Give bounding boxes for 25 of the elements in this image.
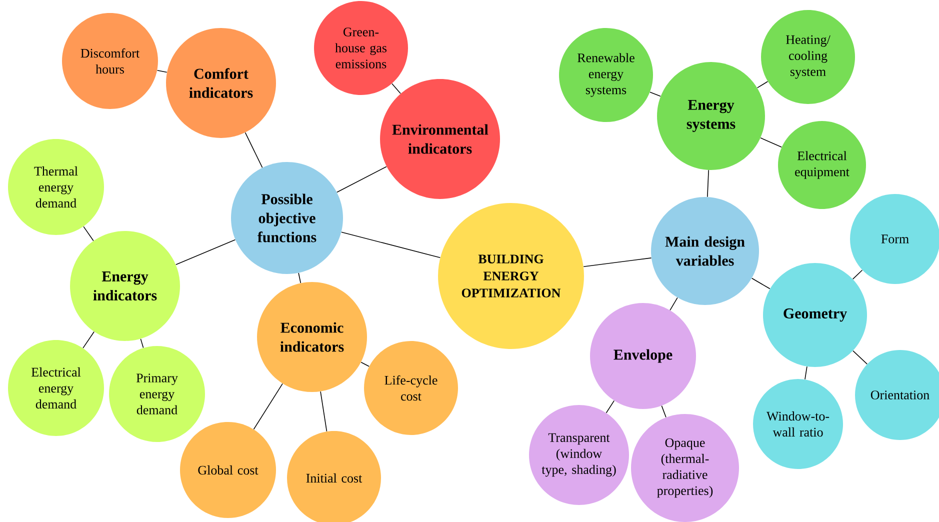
connector-line xyxy=(392,83,401,94)
connector-line xyxy=(298,272,302,284)
connector-line xyxy=(650,92,661,97)
connector-line xyxy=(253,383,283,430)
connector-line xyxy=(336,166,387,193)
connector-line xyxy=(751,278,770,290)
connector-line xyxy=(606,400,615,414)
connector-line xyxy=(156,70,168,73)
connector-line xyxy=(83,226,94,242)
connector-line xyxy=(670,297,678,311)
connector-line xyxy=(341,232,441,258)
connector-line xyxy=(707,170,709,198)
connector-line xyxy=(760,137,782,148)
connector-line xyxy=(176,239,236,266)
connector-line xyxy=(756,81,768,88)
connector-line xyxy=(852,350,868,364)
connector-line xyxy=(320,391,328,432)
connector-line xyxy=(244,132,263,168)
connector-line xyxy=(804,366,808,380)
connector-line xyxy=(140,338,144,348)
connector-line xyxy=(852,270,863,280)
connector-line xyxy=(360,362,370,367)
connector-line xyxy=(583,258,652,268)
connector-line xyxy=(82,331,94,348)
connector-line xyxy=(661,405,666,418)
